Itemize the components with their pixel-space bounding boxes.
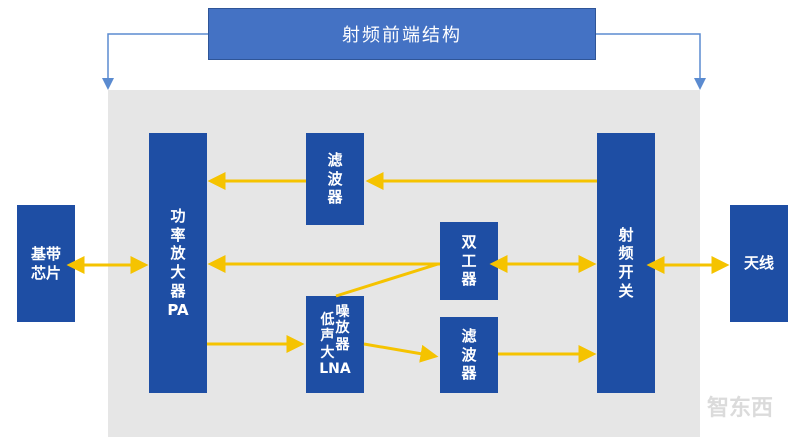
pa-char-6: PA xyxy=(167,300,189,319)
filter-top-char-3: 器 xyxy=(327,188,343,207)
lna-char-1: 低 xyxy=(320,312,335,329)
pa-char-1: 功 xyxy=(170,206,186,225)
filter-bottom-char-2: 波 xyxy=(461,345,477,364)
antenna-label: 天线 xyxy=(743,254,774,273)
baseband-chip-block: 基带 芯片 xyxy=(17,205,75,322)
watermark-logo: 智东西 xyxy=(706,396,773,421)
lna-block: 低 声 大 噪 放 器 LNA xyxy=(306,296,364,393)
filter-bottom-char-1: 滤 xyxy=(461,326,477,345)
filter-bottom-char-3: 器 xyxy=(461,364,477,383)
power-amplifier-block: 功 率 放 大 器 PA xyxy=(149,133,207,393)
diagram-title: 射频前端结构 xyxy=(208,8,596,60)
baseband-label-1: 基带 xyxy=(30,244,61,263)
rf-switch-block: 射 频 开 关 xyxy=(597,133,655,393)
filter-bottom-block: 滤 波 器 xyxy=(440,317,498,393)
rf-switch-char-4: 关 xyxy=(618,281,634,300)
filter-top-char-2: 波 xyxy=(327,169,343,188)
lna-char-2: 噪 xyxy=(335,304,350,321)
antenna-block: 天线 xyxy=(730,205,788,322)
pa-char-2: 率 xyxy=(170,225,186,244)
duplexer-block: 双 工 器 xyxy=(440,222,498,300)
duplexer-char-2: 工 xyxy=(461,251,477,270)
lna-char-3: 声 xyxy=(320,328,335,345)
baseband-label-2: 芯片 xyxy=(30,263,61,282)
lna-char-4: 放 xyxy=(335,320,350,337)
filter-top-block: 滤 波 器 xyxy=(306,133,364,225)
lna-char-5: 大 xyxy=(320,344,335,361)
rf-switch-char-2: 频 xyxy=(618,244,634,263)
duplexer-char-1: 双 xyxy=(461,232,477,251)
rf-switch-char-3: 开 xyxy=(618,263,634,281)
filter-top-char-1: 滤 xyxy=(327,150,343,169)
lna-abbrev: LNA xyxy=(319,360,351,377)
duplexer-char-3: 器 xyxy=(461,270,477,289)
pa-char-4: 大 xyxy=(170,263,186,281)
pa-char-5: 器 xyxy=(170,281,186,300)
title-bracket xyxy=(102,33,706,90)
lna-char-6: 器 xyxy=(335,336,350,353)
pa-char-3: 放 xyxy=(170,244,186,263)
rf-switch-char-1: 射 xyxy=(618,225,634,244)
